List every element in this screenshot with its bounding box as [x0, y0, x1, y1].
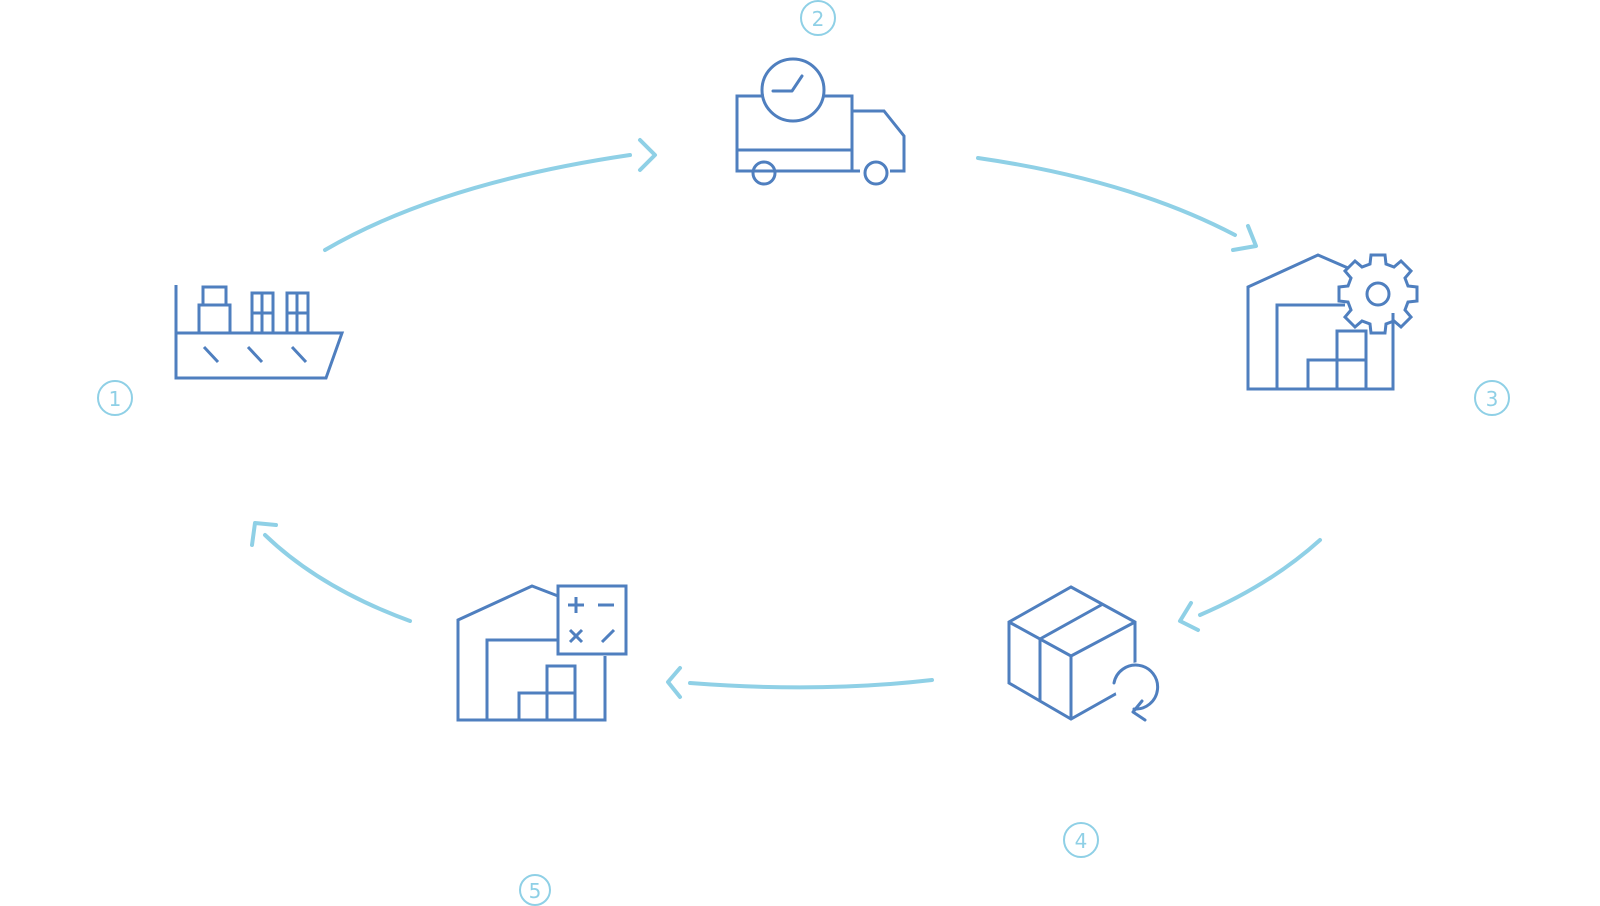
calculator-icon — [556, 584, 628, 656]
flow-arrow-4-to-5 — [666, 666, 934, 699]
gear-icon — [1337, 253, 1419, 335]
flow-arrow-5-to-1 — [250, 521, 412, 623]
step-number-badge-4: 4 — [1063, 822, 1099, 858]
step-number-4: 4 — [1075, 829, 1088, 853]
step-number-badge-1: 1 — [97, 380, 133, 416]
step-number-2: 2 — [812, 7, 825, 31]
delivery-truck-clock-icon — [735, 57, 906, 186]
box-return-icon — [1007, 585, 1165, 722]
warehouse-calculator-icon — [456, 584, 628, 722]
step-number-badge-5: 5 — [519, 874, 551, 906]
warehouse-gear-icon — [1246, 253, 1419, 391]
flow-arrow-1-to-2 — [323, 138, 657, 252]
cargo-ship-icon — [174, 285, 345, 380]
step-number-badge-2: 2 — [800, 0, 836, 36]
step-number-1: 1 — [109, 387, 122, 411]
step-number-3: 3 — [1486, 387, 1499, 411]
step-number-5: 5 — [529, 879, 542, 903]
step-number-badge-3: 3 — [1474, 380, 1510, 416]
flow-arrow-2-to-3 — [976, 156, 1258, 252]
flow-arrow-3-to-4 — [1178, 538, 1322, 632]
